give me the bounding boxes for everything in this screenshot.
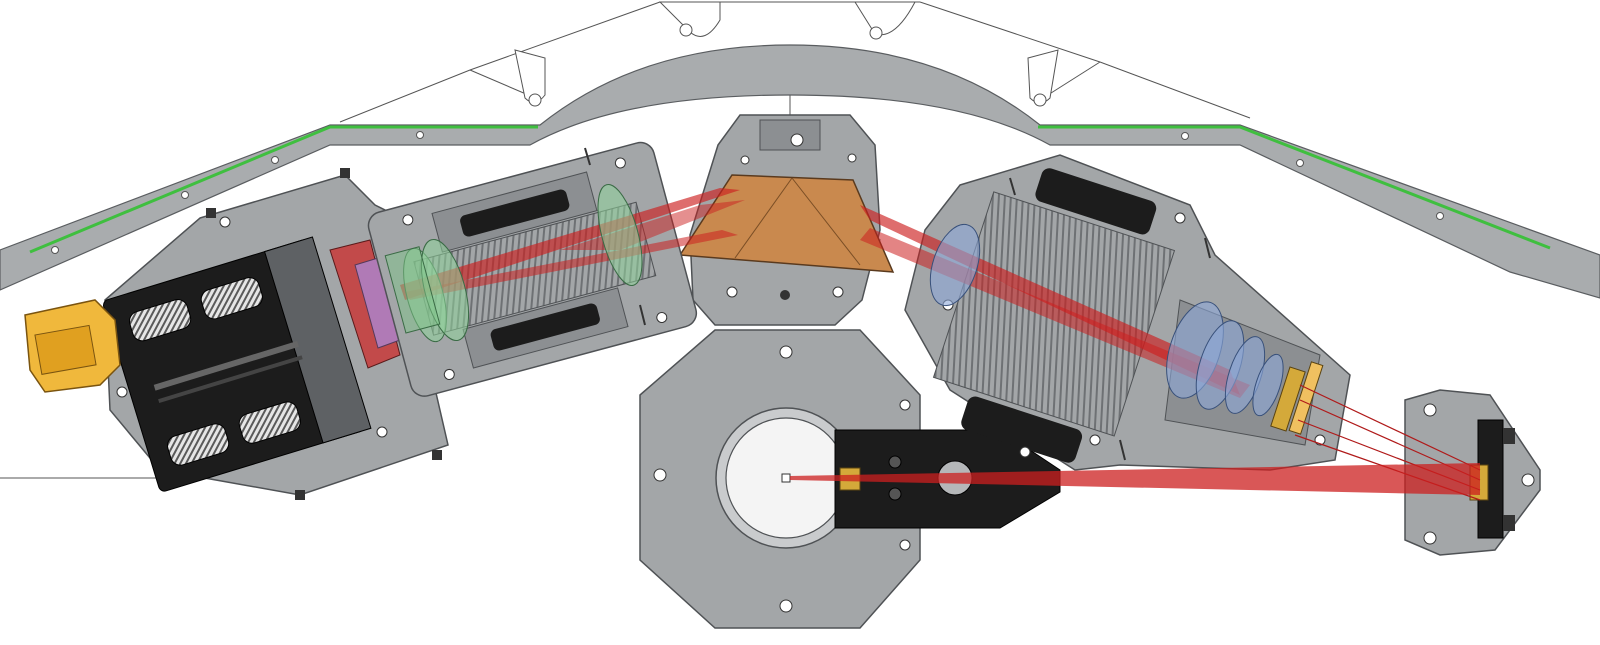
hardware-pins bbox=[584, 147, 1211, 461]
camera-lenses bbox=[929, 223, 1284, 417]
collimator-lenses bbox=[384, 184, 643, 343]
pcb-strips bbox=[29, 125, 1551, 254]
ccd-camera-icon bbox=[103, 236, 372, 492]
prism-mount bbox=[678, 114, 895, 326]
camera-assembly bbox=[24, 168, 449, 500]
bracket-lugs bbox=[514, 1, 1059, 107]
camera-optics-barrel bbox=[904, 154, 1351, 471]
support-frame bbox=[0, 1, 1600, 479]
detector-icon bbox=[1270, 366, 1306, 432]
slit-unit bbox=[639, 329, 1061, 629]
prism-icon bbox=[678, 174, 895, 273]
frame-holes bbox=[51, 131, 1444, 254]
lenses bbox=[384, 184, 1284, 417]
frame-plate bbox=[0, 44, 1600, 299]
